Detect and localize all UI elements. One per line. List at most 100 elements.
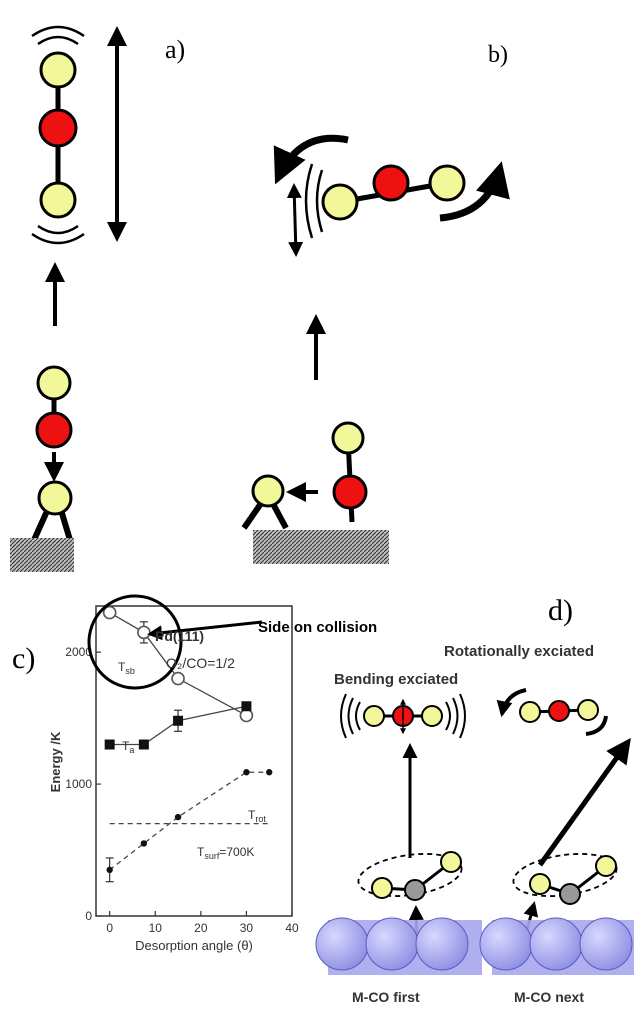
bending-label: Bending exciated [334,671,458,688]
vibration-arc-icon [37,35,79,46]
adsorbed-oxygen-atom [251,474,285,508]
data-point [104,739,115,750]
surface-block [253,530,389,564]
oxygen-atom [428,164,466,202]
vibration-arc-icon [315,169,324,233]
side-collision-arrow-icon [147,620,263,641]
series-label-ta: Ta [122,739,134,755]
oxygen-atom [421,705,443,727]
y-axis: 0 1000 2000 [65,645,101,923]
x-tick-label: 20 [194,921,208,935]
rotation-arrow-left-icon [273,134,349,185]
y-tick-label: 1000 [65,777,92,791]
data-point [266,769,273,776]
panel-a: a) [10,25,185,572]
adsorbed-oxygen-atom [37,480,73,516]
data-point [140,840,148,847]
series-tsb [102,605,254,723]
panel-c: c) 0 1000 2000 0 10 20 30 40 Energy /K Desorpt… [12,594,377,953]
x-tick-label: 0 [106,921,113,935]
y-axis-label: Energy /K [48,731,63,792]
m-co-first-label: M-CO first [352,989,420,1005]
metal-atom [579,917,633,971]
oxygen-atom [519,701,541,723]
data-point [102,605,117,620]
oxygen-atom [321,183,359,221]
vibrating-co2-molecule [31,25,85,245]
vibration-arc-icon [37,224,79,235]
vibration-arc-icon [304,163,314,239]
oxygen-atom [577,699,599,721]
x-axis: 0 10 20 30 40 [106,911,299,935]
surface-label: Pd(111) [155,628,204,644]
metal-surface-right [479,917,634,975]
surface-block [10,538,74,572]
data-point [239,708,254,723]
ratio-label: O₂/CO=1/2 [166,655,235,671]
side-collision-circle [87,594,183,690]
rotation-arrow-right-icon [439,161,510,222]
metal-atom [415,917,469,971]
panel-c-label: c) [12,642,35,675]
metal-atom [529,917,583,971]
m-co-next-label: M-CO next [514,989,584,1005]
oxygen-atom [440,851,462,873]
oxygen-atom [331,421,365,455]
panel-b: b) [241,42,510,564]
data-point [171,671,185,686]
carbon-atom [332,474,368,510]
carbon-atom [372,164,410,202]
carbon-atom [38,108,78,148]
y-tick-label: 2000 [65,645,92,659]
x-tick-label: 40 [285,921,299,935]
x-tick-label: 30 [240,921,254,935]
oxygen-atom [529,873,551,895]
oxygen-atom [595,855,617,877]
metal-atom [315,917,369,971]
rotational-label: Rotationally exciated [444,643,594,660]
series-label-tsurf: Tsurf=700K [197,845,254,861]
x-axis-label: Desorption angle (θ) [135,938,253,953]
x-tick-label: 10 [149,921,163,935]
oxygen-atom [36,365,72,401]
series-line [109,771,270,871]
metal-surface-left [315,917,482,975]
series-line [109,705,247,746]
rotating-co2-molecule [304,163,466,239]
panel-d: d) Rotationally exciated Bending exciate… [315,594,634,1005]
series-ta [104,701,252,750]
metal-atom [479,917,533,971]
side-collision-label: Side on collision [258,619,377,636]
oxygen-atom [39,181,77,219]
carbon-atom [559,883,581,905]
data-point [241,701,252,712]
rotationally-excited-molecule [496,688,608,736]
panel-a-label: a) [165,35,185,64]
panel-d-label: d) [548,594,573,627]
oxygen-atom [371,877,393,899]
data-point [173,715,184,726]
oxygen-atom [39,51,77,89]
data-point [138,739,149,750]
data-point [137,625,151,640]
carbon-atom [404,879,426,901]
bend-double-arrow-icon [286,183,304,257]
vibration-arc-icon [31,25,85,38]
series-trot [105,769,273,883]
series-line [109,612,247,717]
adsorbed-configuration-b [241,421,389,564]
metal-atom [365,917,419,971]
carbon-atom [548,700,570,722]
data-point [106,866,113,874]
desorption-arrow-icon [537,737,631,867]
adsorbed-configuration-a [10,365,74,572]
series-label-trot: Trot [248,808,266,824]
panel-b-label: b) [488,42,508,68]
vibration-arc-icon [31,232,85,245]
bending-excited-molecule [340,693,466,739]
plot-frame [95,605,293,917]
series-label-tsb: Tsb [118,660,135,676]
oxygen-atom [363,705,385,727]
y-tick-label: 0 [85,909,92,923]
